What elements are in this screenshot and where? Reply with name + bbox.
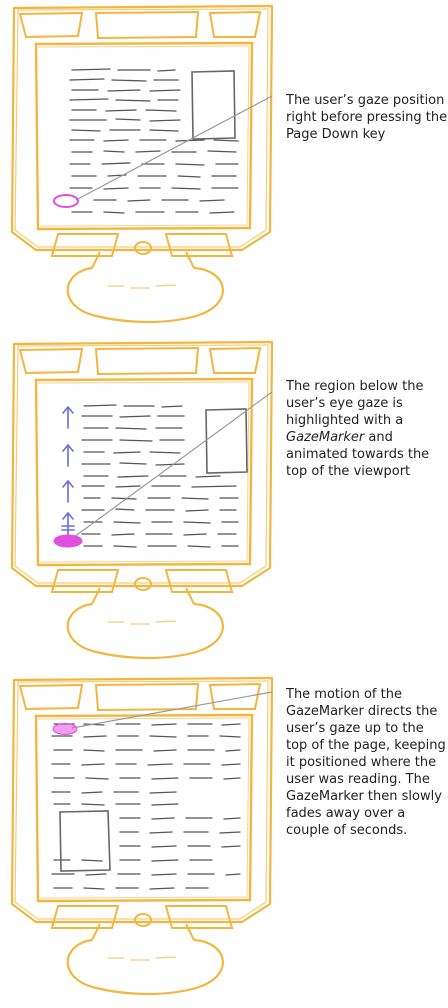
pointer-line [70,392,272,540]
caption-2: The region below the user’s eye gaze is … [286,378,448,480]
gaze-marker [53,724,77,735]
up-arrows [62,407,74,536]
image-box [192,71,235,139]
caption-3: The motion of the GazeMarker directs the… [286,686,448,839]
gaze-marker [54,195,78,207]
panel-3: The motion of the GazeMarker directs the… [0,672,448,1008]
pointer-line [76,96,272,200]
panel-2: The region below the user’s eye gaze is … [0,336,448,672]
gaze-marker [54,535,82,547]
text-lines [52,724,240,889]
monitor-sketch-1 [0,0,448,336]
caption-2-emphasis: GazeMarker [286,430,364,445]
caption-2-start: The region below the user’s eye gaze is … [286,379,423,428]
caption-1: The user’s gaze position right before pr… [286,92,448,143]
text-lines [82,405,238,547]
image-box [206,409,247,473]
text-lines [70,69,238,213]
panel-1: The user’s gaze position right before pr… [0,0,448,336]
image-box [60,811,110,871]
